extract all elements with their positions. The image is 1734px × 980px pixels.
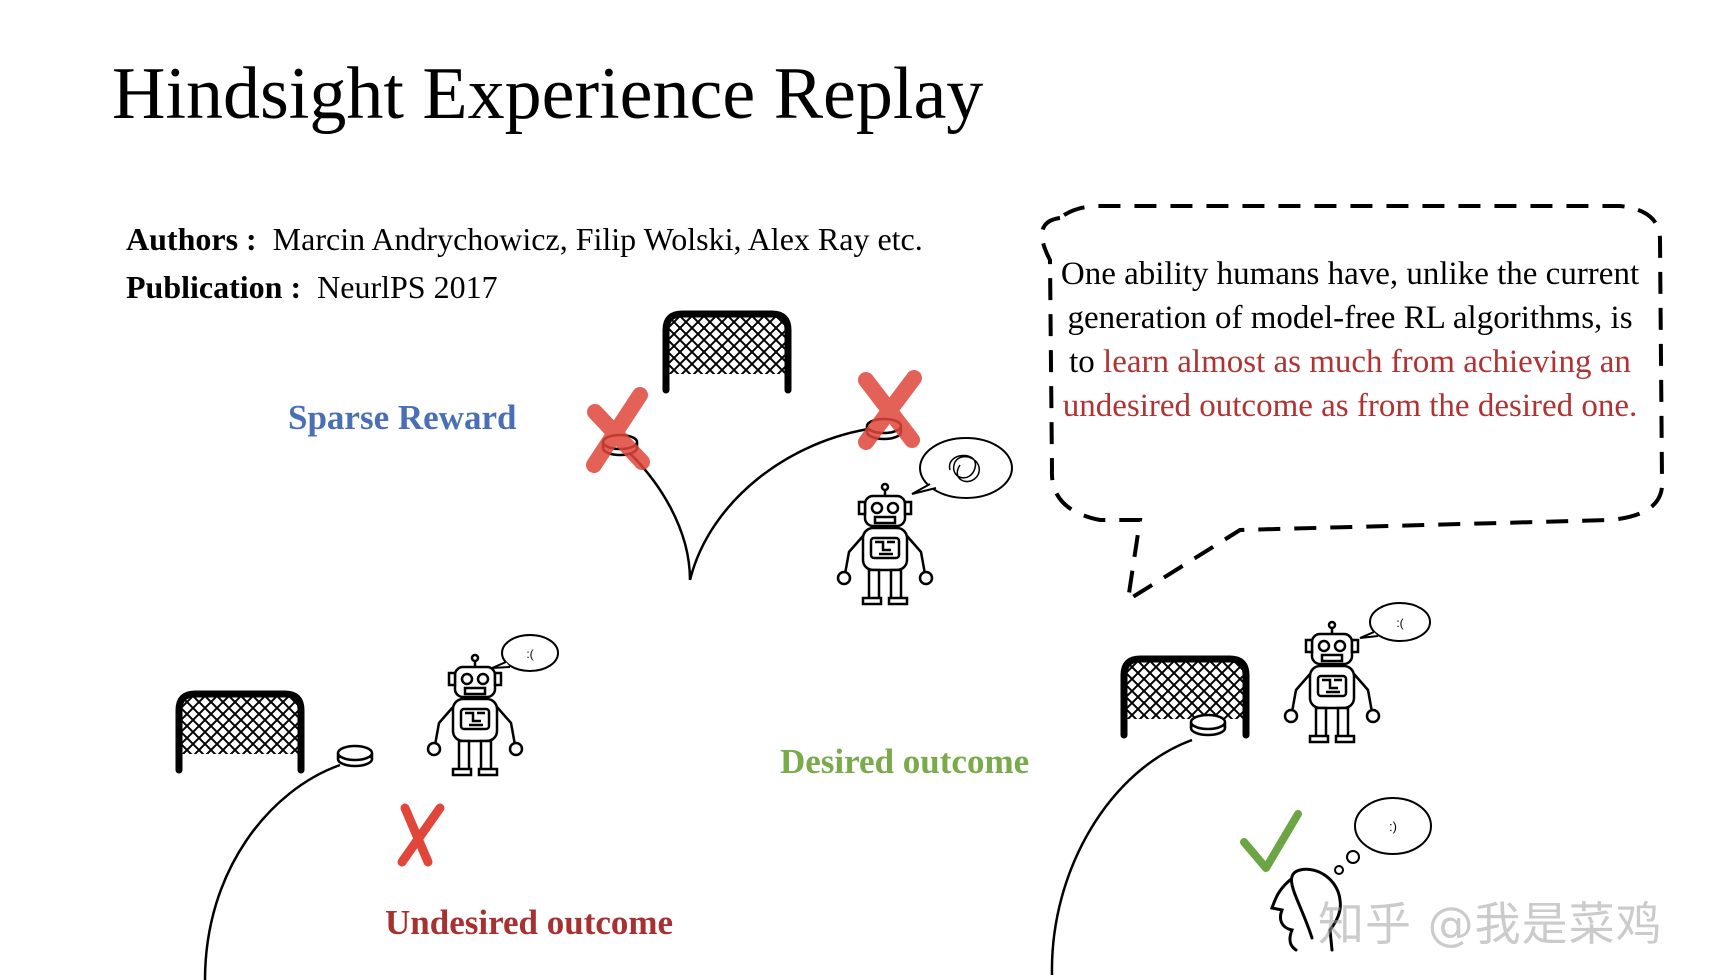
right-goal-icon xyxy=(1124,659,1246,735)
authors-label: Authors : xyxy=(126,221,257,257)
publication-line: Publication : NeurlPS 2017 xyxy=(126,263,923,311)
sparse-reward-label: Sparse Reward xyxy=(288,398,517,437)
page-title: Hindsight Experience Replay xyxy=(112,53,984,135)
check-icon xyxy=(1240,810,1302,872)
happy-thought-bubble-icon: :) xyxy=(1334,797,1432,875)
authors-line: Authors : Marcin Andrychowicz, Filip Wol… xyxy=(126,215,923,263)
sad-speech-bubble-icon: :( xyxy=(491,634,559,672)
sad-speech-bubble-icon: :( xyxy=(1359,602,1431,642)
desired-outcome-label: Desired outcome xyxy=(780,742,1030,781)
authors-value: Marcin Andrychowicz, Filip Wolski, Alex … xyxy=(272,221,923,257)
robot-icon xyxy=(1283,620,1381,744)
paper-meta: Authors : Marcin Andrychowicz, Filip Wol… xyxy=(126,215,923,311)
left-puck-icon xyxy=(336,744,374,768)
robot-icon xyxy=(426,653,524,777)
left-trajectory xyxy=(620,444,692,581)
top-goal-icon xyxy=(666,314,788,390)
left-trajectory-bottom xyxy=(203,763,341,980)
human-head-icon xyxy=(1269,867,1342,952)
left-goal-icon xyxy=(179,694,301,770)
speech-bubble xyxy=(1040,204,1665,604)
quote-highlight: learn almost as much from achieving an u… xyxy=(1062,344,1631,424)
goal-puck-icon xyxy=(1189,713,1227,737)
cross-icon xyxy=(397,803,445,867)
cross-icon xyxy=(858,370,922,450)
happy-face-text: :) xyxy=(1389,819,1397,834)
quote-plain: One ability humans have, unlike the curr… xyxy=(1060,256,1640,380)
right-trajectory-bottom xyxy=(1050,738,1193,976)
sad-face-text-right: :( xyxy=(1396,616,1403,630)
right-trajectory xyxy=(688,426,876,581)
sad-face-text: :( xyxy=(526,647,533,661)
undesired-outcome-label: Undesired outcome xyxy=(385,903,674,942)
publication-label: Publication : xyxy=(126,269,302,305)
confused-thought-bubble-icon xyxy=(911,437,1013,499)
publication-value: NeurlPS 2017 xyxy=(317,269,498,305)
cross-icon xyxy=(586,387,650,473)
robot-icon xyxy=(836,482,934,606)
quote-end: . xyxy=(1629,388,1638,424)
quote-text: One ability humans have, unlike the curr… xyxy=(1060,252,1640,428)
watermark: 知乎 @我是菜鸡 xyxy=(1318,897,1663,951)
